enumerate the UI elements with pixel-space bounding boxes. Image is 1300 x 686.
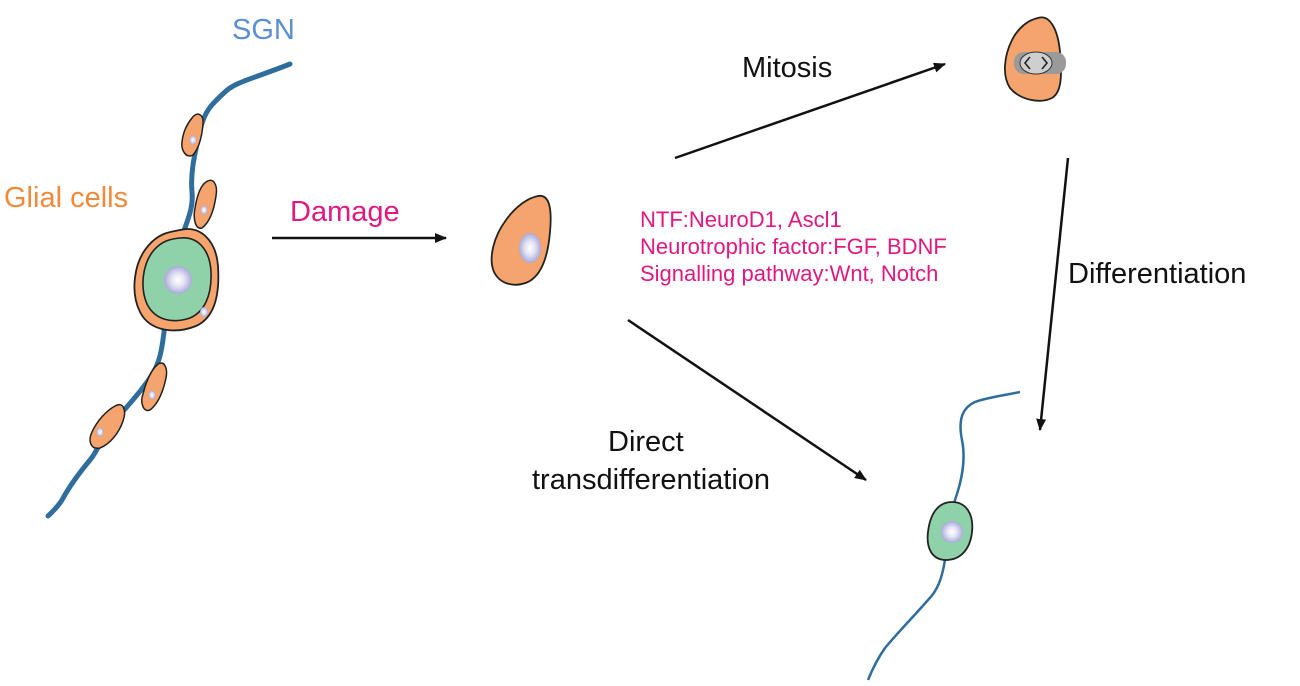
glial-cell-small-2 [193,179,218,229]
sgn-fiber-group [45,61,293,519]
transdifferentiation-label: transdifferentiation [532,464,771,496]
new-neuron [866,390,1021,681]
factor-ntf: NTF:NeuroD1, Ascl1 [640,207,842,232]
differentiation-arrow [1036,157,1070,431]
glial-cell-small-4 [89,403,126,449]
sgn-soma-with-glia [133,228,220,332]
factor-signalling: Signalling pathway:Wnt, Notch [640,261,939,286]
differentiation-label: Differentiation [1068,258,1247,290]
glial-cell-small-3 [141,362,168,412]
glial-cell-small-1 [181,113,204,157]
mitosis-label: Mitosis [742,52,833,84]
activated-glial-cell [490,195,552,286]
direct-transdifferentiation-arrow [627,318,867,482]
glial-cells-label: Glial cells [4,182,129,214]
damage-label: Damage [290,196,400,228]
sgn-label: SGN [232,14,295,46]
direct-label: Direct [608,426,684,458]
mitotic-glial-cell [1004,16,1066,102]
factors-list: NTF:NeuroD1, Ascl1 Neurotrophic factor:F… [640,206,947,287]
mitosis-arrow [674,62,946,160]
factor-neurotrophic: Neurotrophic factor:FGF, BDNF [640,234,947,259]
